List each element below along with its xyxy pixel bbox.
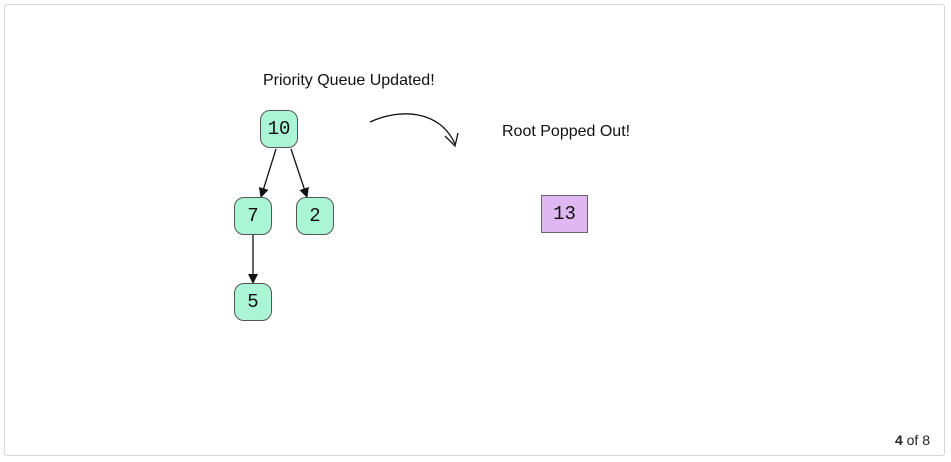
total-slide-count: 8	[922, 432, 930, 448]
heap-node-root: 10	[260, 110, 298, 148]
popped-status-label: Root Popped Out!	[502, 123, 631, 140]
queue-status-label: Priority Queue Updated!	[263, 72, 435, 89]
slide-counter: 4 of 8	[895, 432, 930, 448]
current-slide-number: 4	[894, 432, 903, 448]
popped-root-node: 13	[541, 195, 588, 233]
pop-arrow-head	[444, 132, 459, 148]
heap-node-left: 7	[234, 197, 272, 235]
pop-arrow	[369, 113, 456, 145]
slide-frame	[4, 4, 945, 456]
edge-10-to-2	[290, 148, 309, 198]
heap-node-right: 2	[296, 197, 334, 235]
slide-counter-separator: of	[906, 432, 919, 448]
edge-10-to-7	[258, 148, 277, 198]
heap-node-left-left: 5	[234, 283, 272, 321]
